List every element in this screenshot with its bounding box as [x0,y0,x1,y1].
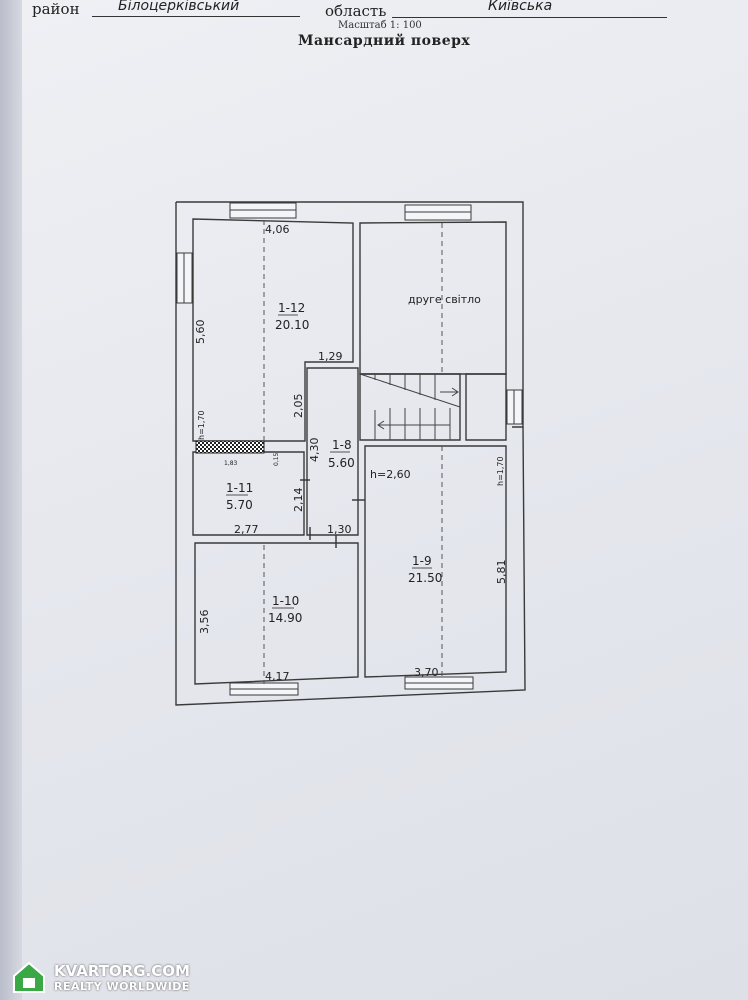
room-1-10-id: 1-10 [272,594,299,608]
room-1-12-outline [192,218,354,442]
dim-3-70: 3,70 [414,666,439,679]
dim-2-14: 2,14 [292,488,305,513]
watermark-site: KVARTORG.COM [54,961,190,980]
watermark-tagline: REALTY WORLDWIDE [54,979,190,993]
scale-label: Масштаб 1: 100 [338,20,422,31]
outer-wall-top-right [176,201,524,428]
room-1-11-area: 5.70 [226,498,253,512]
landing-outline [465,373,507,441]
room-1-10-outline [194,542,359,685]
second-light-label: друге світло [408,293,481,306]
hatched-element [195,440,265,454]
dim-5-81: 5,81 [495,560,508,585]
outer-wall-left-bottom [175,202,526,706]
ceiling-height-left: h=1,70 [197,410,206,440]
room-1-9-id: 1-9 [412,554,432,568]
dim-1-29: 1,29 [318,350,343,363]
region-value: Київська [488,0,553,14]
room-1-10-area: 14.90 [268,611,302,625]
stairs-steps [359,373,461,440]
dimension-guides [263,220,443,684]
region-label: область [325,2,387,20]
dim-4-17: 4,17 [265,670,290,683]
room-1-9-outline [364,445,507,678]
room-1-11-id: 1-11 [226,481,253,495]
district-value: Білоцерківський [118,0,240,14]
dim-4-30: 4,30 [308,438,321,463]
dim-1-30: 1,30 [327,523,352,536]
dim-2-77: 2,77 [234,523,259,536]
door-marks [300,479,365,548]
room-1-12-area: 20.10 [275,318,309,332]
room-1-9-area: 21.50 [408,571,442,585]
district-label: район [32,0,80,18]
district-underline [92,16,300,17]
binding-edge [0,0,22,1000]
dim-1-83: 1,83 [224,460,238,467]
region-underline [392,17,667,18]
ceiling-height-center: h=2,60 [370,468,411,481]
floor-title: Мансардний поверх [298,33,471,49]
room-1-8-area: 5.60 [328,456,355,470]
dim-5-60: 5,60 [194,320,207,345]
dim-4-06: 4,06 [265,223,290,236]
windows [176,202,523,696]
room-1-12-id: 1-12 [278,301,305,315]
dim-3-56: 3,56 [198,610,211,635]
dim-0-15: 0,15 [273,452,280,466]
room-1-11-outline [192,451,305,536]
house-logo-icon [13,961,45,993]
stairs-outline [359,373,461,441]
document-page [8,0,748,1000]
dim-2-05: 2,05 [292,394,305,419]
ceiling-height-right: h=1,70 [496,456,505,486]
room-1-8-id: 1-8 [332,438,352,452]
watermark: KVARTORG.COM REALTY WORLDWIDE [10,958,190,996]
